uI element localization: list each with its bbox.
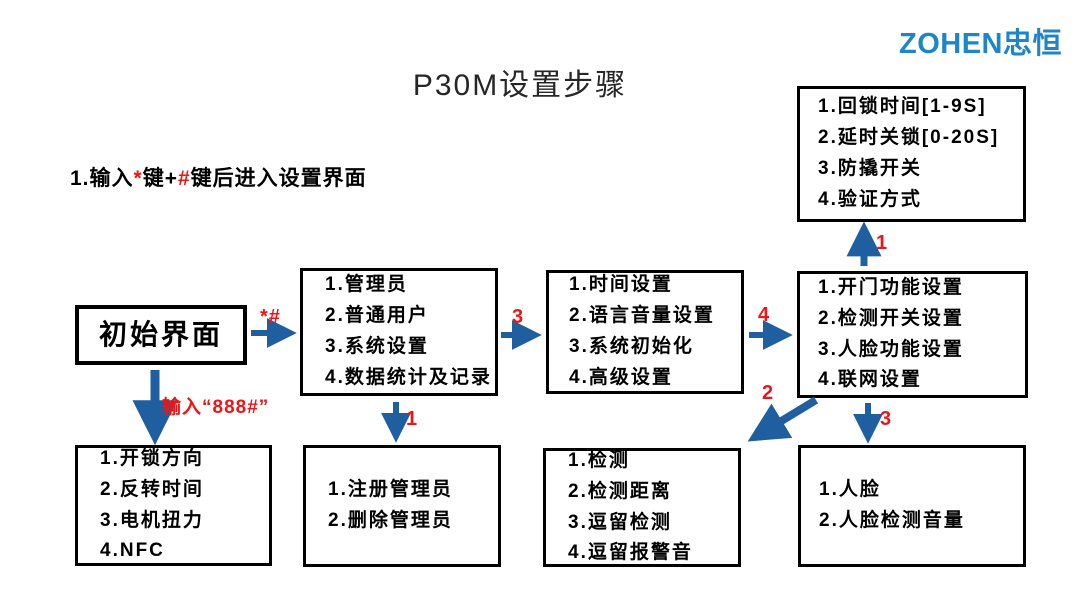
box-admin-management: 1.注册管理员 2.删除管理员	[303, 445, 501, 567]
menu-item: 1.开锁方向	[100, 447, 204, 469]
box-door-function-settings: 1.回锁时间[1-9S] 2.延时关锁[0-20S] 3.防撬开关 4.验证方式	[797, 86, 1026, 222]
box-main-menu: 1.管理员 2.普通用户 3.系统设置 4.数据统计及记录	[300, 268, 498, 396]
arrow-label-1-admin: 1	[406, 408, 418, 430]
menu-item: 3.人脸功能设置	[818, 338, 964, 360]
box-advanced-settings: 1.开门功能设置 2.检测开关设置 3.人脸功能设置 4.联网设置	[797, 271, 1028, 398]
menu-item: 4.验证方式	[818, 188, 922, 210]
menu-item: 1.回锁时间[1-9S]	[818, 96, 987, 118]
arrow-advanced-to-detection	[747, 396, 819, 442]
instruction-part: 键+	[142, 167, 178, 190]
menu-item: 3.逗留检测	[568, 511, 672, 533]
menu-item: 2.删除管理员	[328, 510, 453, 531]
menu-item: 2.检测开关设置	[818, 307, 964, 329]
box-face-settings: 1.人脸 2.人脸检测音量	[798, 445, 1026, 567]
box-initial-screen: 初始界面	[75, 305, 247, 365]
box-motor-settings: 1.开锁方向 2.反转时间 3.电机扭力 4.NFC	[75, 445, 272, 566]
star-key: *	[133, 167, 143, 190]
arrow-label-3-face: 3	[880, 408, 892, 430]
menu-item: 2.普通用户	[325, 305, 429, 327]
box-system-settings: 1.时间设置 2.语言音量设置 3.系统初始化 4.高级设置	[546, 270, 744, 394]
menu-item: 1.开门功能设置	[818, 276, 964, 298]
menu-item: 3.防撬开关	[818, 158, 922, 179]
arrow-label-starhash: *#	[260, 306, 281, 328]
menu-item: 4.数据统计及记录	[325, 366, 492, 388]
menu-item: 4.联网设置	[818, 369, 922, 391]
arrow-label-3-system: 3	[512, 306, 524, 328]
menu-item: 3.系统初始化	[569, 336, 694, 357]
menu-item: 2.语言音量设置	[569, 305, 715, 327]
menu-item: 3.系统设置	[325, 336, 429, 357]
instruction-part: 1.输入	[70, 167, 134, 190]
menu-item: 1.管理员	[325, 274, 408, 296]
menu-item: 1.时间设置	[569, 274, 673, 296]
menu-item: 1.注册管理员	[328, 479, 453, 501]
menu-item: 4.逗留报警音	[568, 542, 693, 564]
page-title: P30M设置步骤	[412, 69, 628, 102]
menu-item: 2.反转时间	[100, 478, 204, 500]
menu-item: 1.检测	[568, 449, 630, 471]
arrow-label-4-advanced: 4	[758, 304, 770, 326]
menu-item: 4.NFC	[100, 540, 165, 562]
instruction-part: 键后进入设置界面	[190, 167, 367, 190]
arrow-label-input-888: 输入“888#”	[162, 397, 270, 418]
hash-key: #	[177, 167, 191, 190]
brand-logo: ZOHEN忠恒	[899, 20, 1062, 62]
arrow-label-2-detection: 2	[762, 382, 774, 404]
menu-item: 2.检测距离	[568, 480, 672, 502]
brand-logo-cjk: 忠恒	[1002, 28, 1062, 60]
arrow-label-1-door-function: 1	[876, 232, 888, 254]
menu-item: 2.人脸检测音量	[819, 510, 965, 531]
box-detection-settings: 1.检测 2.检测距离 3.逗留检测 4.逗留报警音	[543, 448, 741, 567]
menu-item: 4.高级设置	[569, 366, 673, 388]
menu-item: 2.延时关锁[0-20S]	[818, 127, 1000, 149]
menu-item: 3.电机扭力	[100, 509, 204, 531]
menu-item: 1.人脸	[819, 479, 881, 501]
brand-logo-latin: ZOHEN	[898, 28, 1003, 60]
instruction-text: 1.输入*键+#键后进入设置界面	[70, 162, 367, 192]
box-title: 初始界面	[98, 319, 223, 351]
